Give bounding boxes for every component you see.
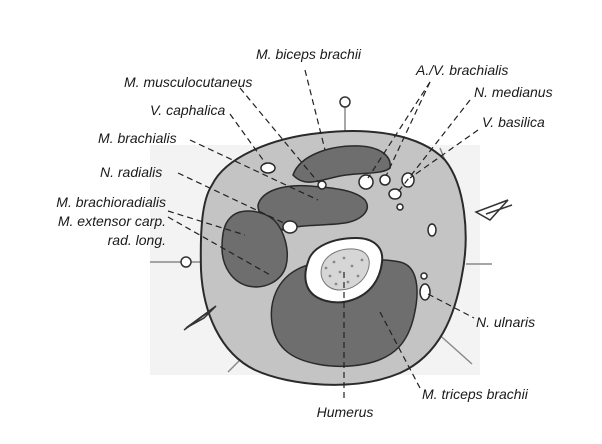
label-rad-long: rad. long.: [107, 232, 166, 248]
leader-biceps: [304, 69, 326, 151]
label-m-brachialis: M. brachialis: [98, 130, 177, 146]
leader-v-caphalica: [229, 113, 267, 165]
label-brachioradialis: M. brachioradialis: [56, 194, 166, 210]
n-ulnaris-nerve: [419, 283, 431, 301]
label-extensor-carp: M. extensor carp.: [57, 213, 166, 229]
small-vessel-medial: [427, 223, 437, 237]
leader-brachialis-vessels-b: [385, 81, 431, 177]
label-humerus: Humerus: [316, 404, 374, 420]
leader-m-brachialis: [189, 139, 319, 201]
label-musculocutaneus: M. musculocutaneus: [124, 74, 253, 90]
leader-musculocutaneus: [239, 87, 319, 183]
v-brachialis-vessel: [379, 174, 391, 186]
label-biceps-brachii: M. biceps brachii: [256, 46, 362, 62]
v-caphalica-vessel: [260, 162, 276, 174]
leader-n-ulnaris: [427, 293, 475, 319]
leader-v-basilica: [409, 129, 479, 179]
small-vessel-ulnar: [420, 272, 428, 280]
needle-knob-top: [339, 96, 351, 108]
label-triceps-brachii: M. triceps brachii: [422, 386, 528, 402]
n-radialis-nerve: [282, 220, 298, 234]
arrow-left-shaft: [183, 307, 215, 331]
arrow-right-shaft: [485, 204, 513, 215]
label-v-caphalica: V. caphalica: [150, 102, 226, 118]
neurovascular-structures: [260, 162, 437, 301]
label-n-ulnaris: N. ulnaris: [476, 314, 536, 330]
label-n-radialis: N. radialis: [100, 164, 163, 180]
humerus-marrow-dots: [324, 256, 364, 286]
n-medianus-nerve: [388, 188, 402, 200]
leader-brachialis-vessels-a: [367, 81, 431, 179]
leader-brachioradialis-1: [167, 210, 246, 236]
needle-knob-left: [180, 256, 192, 268]
label-n-medianus: N. medianus: [474, 84, 553, 100]
humerus-marrow: [320, 248, 370, 291]
a-brachialis-vessel: [358, 174, 374, 190]
leader-lines: [167, 69, 479, 400]
leader-triceps: [379, 311, 421, 389]
label-v-basilica: V. basilica: [482, 114, 545, 130]
n-musculocutaneus-nerve: [317, 180, 327, 190]
label-a-v-brachialis: A./V. brachialis: [416, 62, 509, 78]
arrow-right-icon: [474, 199, 509, 221]
muscle-brachioradialis: [221, 210, 288, 288]
small-vessel-anterior: [396, 203, 404, 211]
